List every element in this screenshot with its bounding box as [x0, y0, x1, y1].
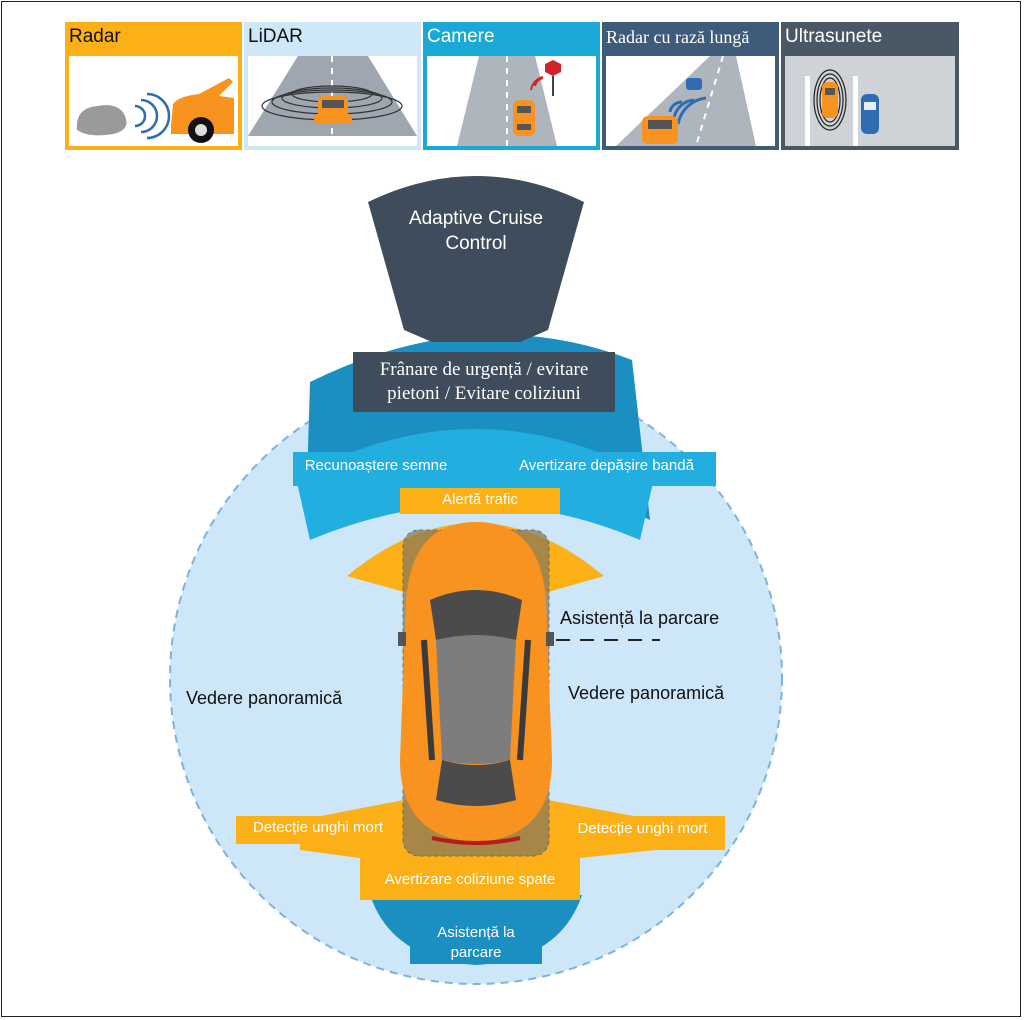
camera-stop-sign-scene-icon — [427, 56, 596, 146]
sensor-card-long-range-radar: Radar cu rază lungă — [602, 22, 779, 150]
parking-assist-rear-line2: parcare — [450, 944, 502, 961]
parking-assist-side-label: Asistență la parcare — [560, 608, 720, 628]
traffic-alert-label: Alertă trafic — [400, 488, 560, 514]
sensor-label-lidar: LiDAR — [248, 26, 303, 47]
sensor-label-radar: Radar — [69, 26, 121, 47]
sensor-label-long-range-radar: Radar cu rază lungă — [606, 27, 750, 47]
emergency-braking-line2: pietoni / Evitare coliziuni — [387, 383, 581, 404]
car-top-view-icon — [398, 522, 554, 845]
ultrasonic-parking-scene-icon — [785, 56, 955, 146]
rear-collision-label: Avertizare coliziune spate — [360, 866, 580, 896]
lane-departure-label: Avertizare depășire bandă — [497, 452, 716, 486]
lidar-car-scene-icon — [248, 56, 417, 146]
sensor-card-radar: Radar — [65, 22, 242, 150]
radar-car-scene-icon — [69, 56, 238, 146]
sensor-card-lidar: LiDAR — [244, 22, 421, 150]
parking-assist-rear-label: Asistență la parcare — [410, 920, 542, 964]
sign-recognition-label: Recunoaștere semne — [293, 452, 459, 486]
blind-spot-right-label: Detecție unghi mort — [560, 816, 725, 850]
emergency-braking-label: Frânare de urgență / evitare pietoni / E… — [353, 352, 615, 412]
surround-view-left-label: Vedere panoramică — [186, 688, 343, 708]
adaptive-cruise-zone — [368, 176, 584, 342]
sensor-card-ultrasonic: Ultrasunete — [781, 22, 959, 150]
sensor-card-camera: Camere — [423, 22, 600, 150]
surround-view-right-label: Vedere panoramică — [568, 683, 725, 703]
parking-assist-rear-line1: Asistență la — [437, 924, 515, 941]
long-range-radar-scene-icon — [606, 56, 775, 146]
sensor-label-ultrasonic: Ultrasunete — [785, 26, 883, 47]
sensor-label-camera: Camere — [427, 26, 495, 47]
emergency-braking-line1: Frânare de urgență / evitare — [379, 359, 589, 380]
blind-spot-left-label: Detecție unghi mort — [236, 816, 400, 844]
adaptive-cruise-label: Adaptive Cruise Control — [408, 208, 544, 254]
